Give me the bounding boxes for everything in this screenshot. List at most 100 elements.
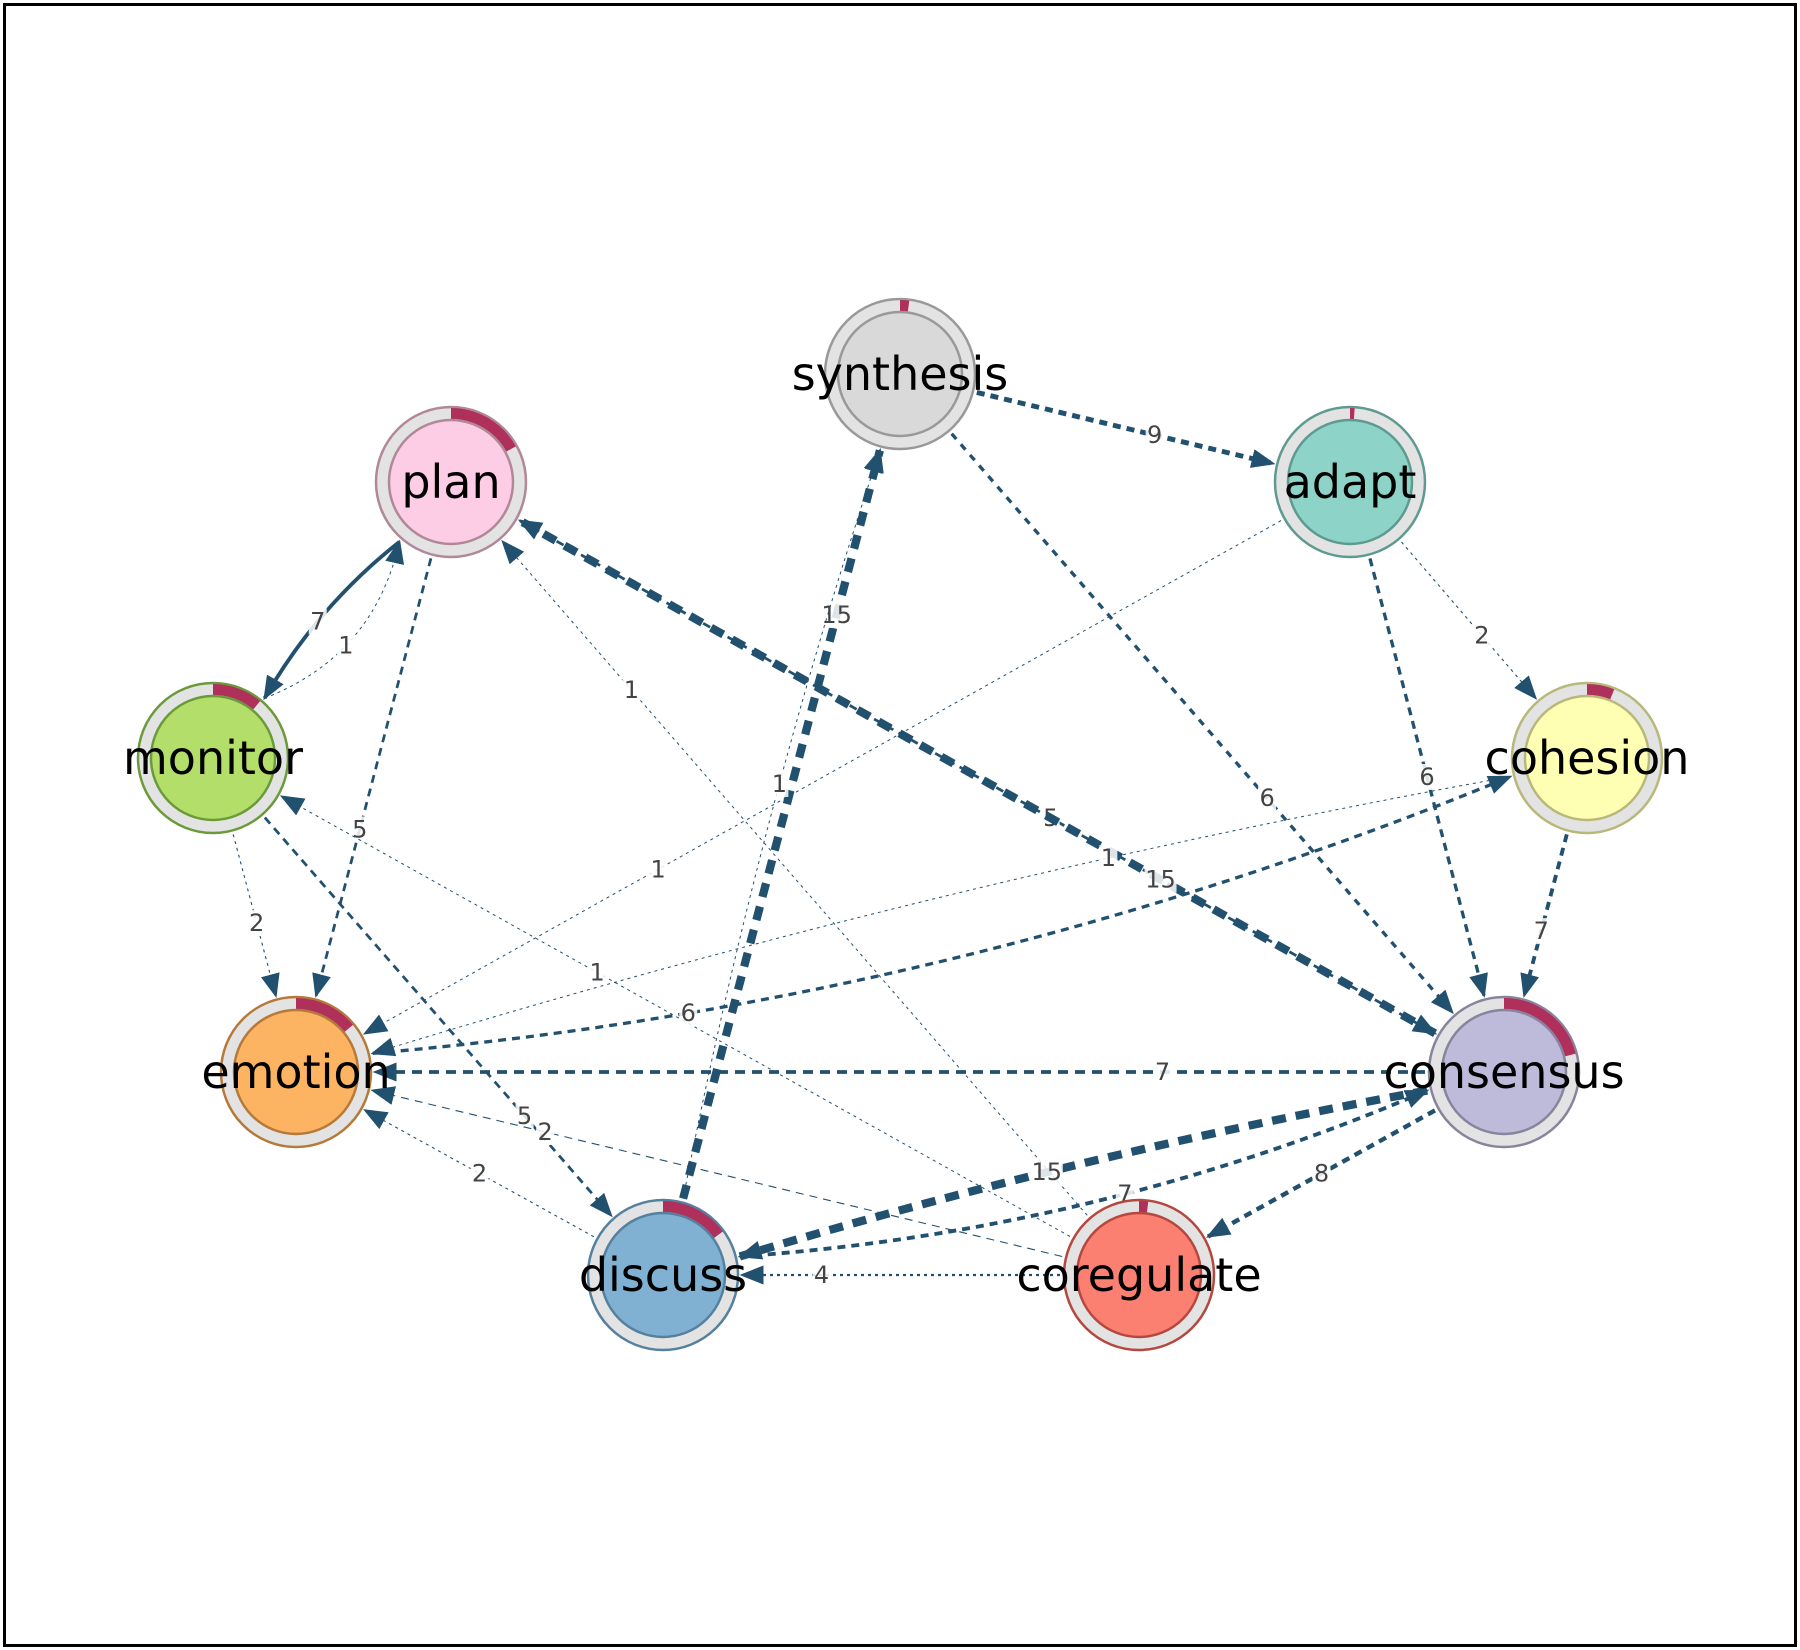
node-plan: plan (374, 405, 528, 559)
edge-label-synthesis-to-consensus: 6 (1259, 784, 1274, 812)
edge-adapt-to-cohesion (1401, 541, 1538, 700)
node-cohesion: cohesion (1485, 681, 1690, 835)
edge-plan-to-monitor (262, 540, 401, 701)
edge-label-consensus-to-discuss: 15 (1032, 1158, 1063, 1186)
node-pie-wedge (1503, 998, 1576, 1057)
node-label-coregulate: coregulate (1016, 1248, 1261, 1302)
node-monitor: monitor (123, 681, 303, 835)
node-label-adapt: adapt (1284, 455, 1417, 509)
edge-plan-to-consensus (519, 519, 1438, 1035)
edge-label-bg (649, 856, 668, 883)
edge-label-discuss-to-emotion: 2 (472, 1160, 487, 1188)
edge-label-coregulate-to-monitor: 1 (590, 959, 605, 987)
node-label-synthesis: synthesis (792, 347, 1009, 401)
edge-label-adapt-to-cohesion: 2 (1474, 622, 1489, 650)
edge-label-cohesion-to-consensus: 7 (1534, 917, 1549, 945)
node-layer: synthesis adapt plan monitor cohesion emotion… (123, 297, 1690, 1352)
node-core (1286, 418, 1414, 546)
node-coregulate: coregulate (1016, 1198, 1262, 1352)
node-adapt: adapt (1273, 405, 1427, 559)
edge-label-coregulate-to-plan: 1 (624, 676, 639, 704)
edge-monitor-to-emotion (232, 834, 280, 998)
edge-label-bg (536, 1118, 555, 1145)
edge-discuss-to-synthesis (682, 448, 883, 1199)
edge-label-bg (1144, 866, 1177, 893)
edge-label-plan-to-emotion: 5 (352, 815, 367, 843)
edge-emotion-to-cohesion (372, 775, 1513, 1055)
node-core (1075, 1211, 1203, 1339)
edge-consensus-to-plan (517, 517, 1438, 1037)
edge-label-bg (820, 602, 853, 629)
node-pie-wedge (1586, 684, 1615, 700)
node-core (1523, 694, 1651, 822)
edge-label-coregulate-to-emotion: 2 (538, 1118, 553, 1146)
edge-discuss-to-consensus (739, 1088, 1430, 1259)
edge-plan-to-emotion (312, 558, 433, 998)
edge-adapt-to-emotion (362, 520, 1282, 1035)
edge-label-coregulate-to-discuss: 4 (814, 1261, 829, 1289)
node-label-discuss: discuss (579, 1248, 747, 1302)
node-core (836, 310, 964, 438)
edge-label-bg (1532, 918, 1551, 945)
edge-consensus-to-discuss (737, 1086, 1428, 1261)
edge-label-bg (622, 676, 641, 703)
edge-label-discuss-to-synthesis: 1 (772, 770, 787, 798)
edge-label-bg (1258, 785, 1277, 812)
edge-label-bg (1145, 422, 1164, 449)
edge-label-bg (1472, 622, 1491, 649)
edge-label-consensus-to-coregulate: 8 (1314, 1160, 1329, 1188)
node-core (387, 418, 515, 546)
edge-label-bg (247, 910, 266, 937)
edge-label-monitor-to-plan: 1 (338, 632, 353, 660)
node-synthesis: synthesis (792, 297, 1009, 451)
node-pie-wedge (1138, 1200, 1149, 1213)
node-pie-wedge (662, 1201, 723, 1239)
node-label-plan: plan (401, 455, 500, 509)
edge-synthesis-to-consensus (950, 432, 1454, 1015)
edge-label-plan-to-monitor: 7 (310, 607, 325, 635)
node-consensus: consensus (1383, 995, 1625, 1149)
node-pie-wedge (295, 998, 354, 1033)
edge-label-bg (515, 1102, 534, 1129)
edge-label-synthesis-to-adapt: 9 (1147, 421, 1162, 449)
edge-label-bg (1312, 1160, 1331, 1187)
edge-label-bg (350, 816, 369, 843)
edge-label-bg (770, 770, 789, 797)
edge-coregulate-to-emotion (370, 1086, 1063, 1258)
edge-coregulate-to-monitor (279, 795, 1071, 1237)
edge-label-bg (1099, 845, 1118, 872)
edge-label-bg (470, 1160, 489, 1187)
node-core (599, 1211, 727, 1339)
edge-label-bg (812, 1262, 831, 1288)
edge-monitor-to-discuss (263, 816, 613, 1218)
edge-label-consensus-to-plan: 15 (1145, 866, 1176, 894)
edge-synthesis-to-adapt (976, 390, 1276, 468)
node-label-emotion: emotion (201, 1045, 390, 1099)
edge-label-adapt-to-emotion: 1 (650, 855, 665, 883)
node-emotion: emotion (201, 995, 391, 1149)
edge-label-bg (588, 959, 607, 986)
edge-label-bg (1030, 1159, 1063, 1186)
edge-label-emotion-to-cohesion: 6 (681, 999, 696, 1027)
edge-label-bg (1418, 764, 1436, 790)
edge-label-discuss-to-synthesis: 15 (821, 601, 852, 629)
edge-label-bg (679, 1000, 698, 1027)
edge-coregulate-to-plan (501, 539, 1088, 1216)
edge-label-consensus-to-emotion: 7 (1155, 1058, 1170, 1086)
node-pie-wedge (450, 408, 516, 452)
figure-frame (3, 3, 1797, 1647)
node-core (232, 1008, 360, 1136)
edge-label-monitor-to-discuss: 5 (517, 1102, 532, 1130)
node-core (1440, 1008, 1568, 1136)
node-label-consensus: consensus (1383, 1045, 1624, 1099)
node-pie-wedge (899, 300, 910, 312)
node-discuss: discuss (579, 1198, 747, 1352)
edge-label-monitor-to-emotion: 2 (249, 909, 264, 937)
edge-cohesion-to-emotion (370, 776, 1511, 1057)
edge-discuss-to-synthesis (679, 448, 884, 1200)
edge-label-bg (308, 608, 327, 635)
node-label-cohesion: cohesion (1485, 731, 1690, 785)
edge-monitor-to-plan (264, 539, 405, 699)
